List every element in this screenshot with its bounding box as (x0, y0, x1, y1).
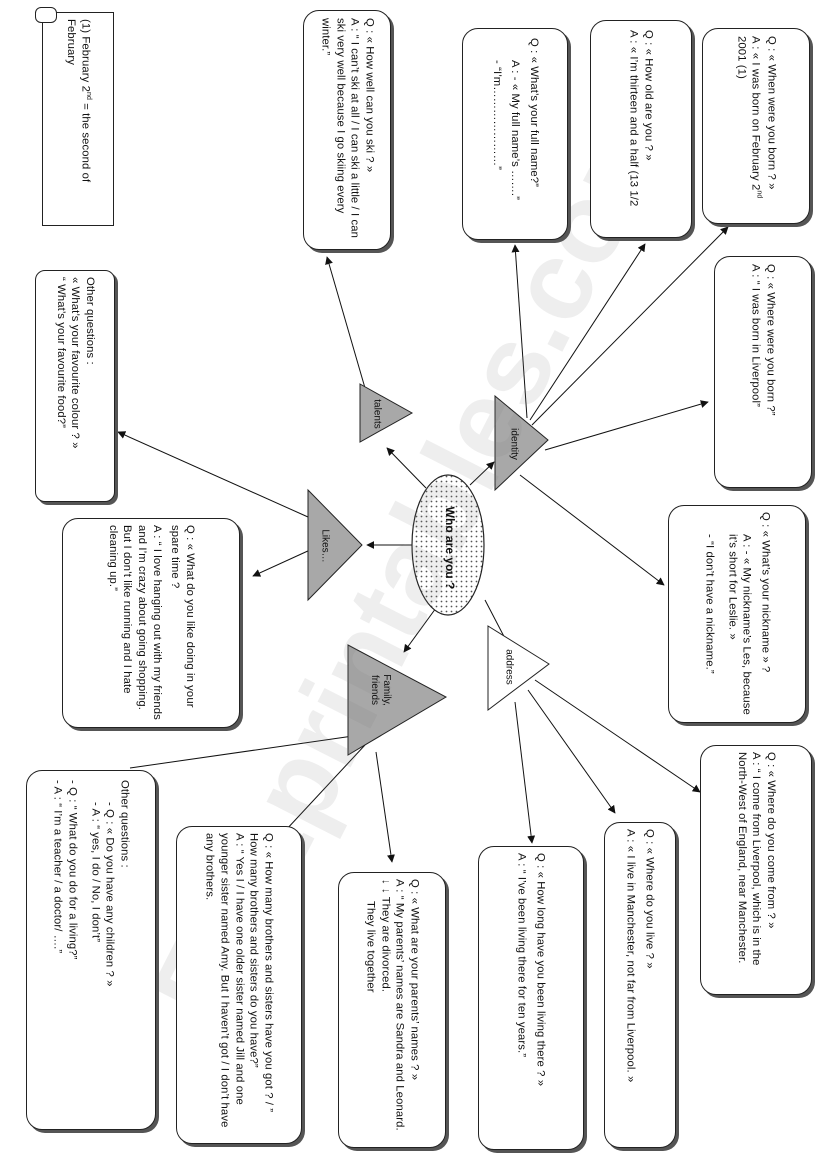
likes-links (117, 431, 311, 577)
live-question: Q : « Where do you live ? » (643, 829, 656, 969)
age-question: Q : « How old are you ? » (642, 30, 655, 161)
nickname-answer-1: A : - « My nickname’s Les, because it’s … (726, 534, 753, 715)
footnote-text: (1) February 2nd = the second of Februar… (64, 19, 93, 183)
other-questions-bottom-a2: - A : “ I’m a teacher / a doctor/ ….” (51, 780, 64, 954)
address-triangle (487, 625, 550, 712)
full-name-question: Q : « What’s your full name?” (528, 38, 541, 187)
siblings-box: Q : « How many brothers and sisters have… (176, 826, 302, 1144)
born-when-answer: A : « I was born on February 2nd 2001 (1… (735, 36, 763, 199)
down-arrow-icon: ↓ ↓ (379, 879, 391, 894)
age-answer: A : « I’m thirteen and a half (13 1/2 (628, 30, 640, 207)
how-long-box: Q : « How long have you been living ther… (478, 846, 584, 1150)
talents-triangle (359, 383, 414, 443)
live-answer: A : « I live in Manchester, not far from… (625, 829, 637, 1083)
parents-note-1: ↓ ↓ They are divorced. (379, 879, 391, 993)
parents-note-2: They live together (364, 901, 377, 993)
other-questions-top-box: Other questions : « What’s your favourit… (35, 270, 115, 502)
family-triangle (347, 644, 448, 756)
other-questions-top-title: Other questions : (84, 277, 97, 365)
siblings-answer: A : “ Yes I / I have one older sister na… (203, 833, 246, 1128)
other-questions-top-q1: « What’s your favourite colour ? » (69, 277, 82, 449)
talents-answer: A : “ I can’t ski at all / I can ski a l… (319, 18, 361, 239)
nickname-answer-2: - “I don’t have a nickname.” (703, 534, 716, 674)
born-when-box: Q : « When were you born ? » A : « I was… (702, 28, 810, 224)
talents-label: talents (371, 399, 383, 429)
identity-triangle (494, 394, 549, 492)
scroll-curl-icon (35, 7, 57, 23)
born-when-question: Q : « When were you born ? » (765, 36, 778, 190)
likes-triangle (307, 488, 363, 602)
born-where-box: Q : « Where were you born ?” A : “ I was… (714, 256, 812, 488)
talents-box: Q : « How well can you ski ? » A : “ I c… (303, 10, 391, 250)
address-links (514, 679, 701, 844)
parents-box: Q : « What are your parents’ names ? » A… (338, 872, 446, 1148)
siblings-question: Q : « How many brothers and sisters have… (248, 833, 275, 1113)
how-long-question: Q : « How long have you been living ther… (534, 853, 547, 1087)
center-label: Who are you ? (443, 506, 457, 590)
other-questions-bottom-box: Other questions : - Q : « Do you have an… (26, 770, 156, 1130)
spare-time-box: Q : « What do you like doing in your spa… (62, 518, 240, 728)
nickname-question: Q : « What’s your nickname » ? (759, 512, 772, 673)
nickname-box: Q : « What’s your nickname » ? A : - « M… (668, 505, 806, 723)
born-where-question: Q : « Where were you born ?” (764, 264, 777, 416)
identity-label: identity (508, 428, 520, 460)
parents-answer: A : “ My parents’ names are Sandra and L… (393, 879, 406, 1131)
born-where-answer: A : “ I was born in Liverpool” (750, 264, 762, 408)
other-questions-bottom-a1: - A : “ yes, I do / No, I don’t” (89, 802, 102, 943)
likes-label: Likes… (319, 529, 331, 563)
other-questions-bottom-q2: - Q : “ What do you do for a living?” (66, 780, 79, 960)
other-questions-bottom-q1: - Q : « Do you have any children ? » (104, 802, 117, 987)
parents-question: Q : « What are your parents’ names ? » (408, 879, 421, 1081)
identity-links (511, 226, 729, 586)
footnote-scroll: (1) February 2nd = the second of Februar… (35, 7, 114, 226)
live-box: Q : « Where do you live ? » A : « I live… (604, 822, 676, 1148)
other-questions-bottom-title: Other questions : (118, 780, 131, 868)
how-long-answer: A : “ I’ve been living there for ten yea… (516, 853, 528, 1058)
other-questions-top-q2: “ What’s your favourite food?” (54, 277, 67, 428)
age-box: Q : « How old are you ? » A : « I’m thir… (590, 20, 692, 238)
spare-time-answer: A : “ I love hanging out with my friends… (106, 525, 163, 720)
talents-links (325, 256, 366, 389)
come-from-box: Q : « Where do you come from ? » A : “ I… (700, 745, 812, 995)
talents-question: Q : « How well can you ski ? » (363, 18, 376, 173)
full-name-box: Q : « What’s your full name?” A : - « My… (462, 28, 568, 240)
come-from-question: Q : « Where do you come from ? » (765, 752, 778, 929)
center-ellipse (411, 474, 485, 616)
full-name-answer-2: - “I’m…………………” (490, 60, 503, 170)
come-from-answer: A : “ I come from Liverpool, which is in… (735, 752, 763, 966)
spare-time-question: Q : « What do you like doing in your spa… (169, 525, 197, 708)
family-label: Family, friends (369, 674, 392, 706)
full-name-answer-1: A : - « My full name’s …….” (509, 60, 522, 200)
address-label: address (503, 649, 515, 685)
